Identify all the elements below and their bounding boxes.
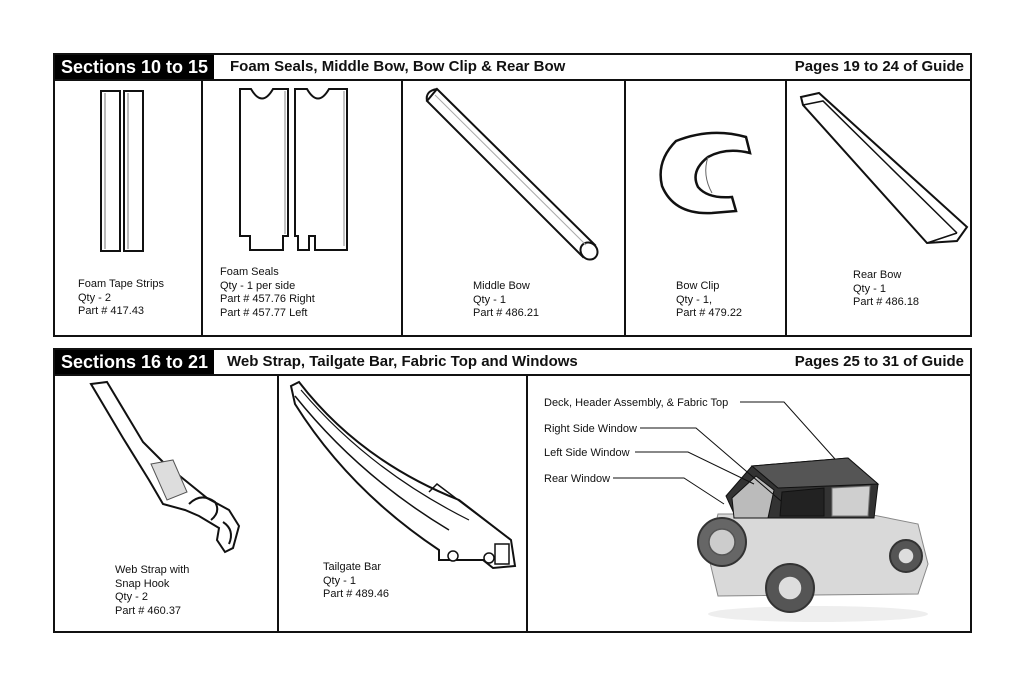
part-caption: Bow Clip Qty - 1, Part # 479.22: [676, 280, 742, 321]
part-name-line2: Snap Hook: [115, 577, 170, 590]
part-name: Foam Tape Strips: [78, 278, 165, 290]
part-qty: Qty - 2: [78, 291, 112, 304]
part-number: Part # 460.37: [115, 604, 182, 617]
part-number: Part # 417.43: [78, 305, 145, 317]
part-qty: Qty - 1: [853, 282, 887, 295]
foam-seals-illustration: [239, 88, 348, 251]
part-qty: Qty - 1: [473, 293, 507, 306]
part-qty: Qty - 1,: [676, 293, 713, 306]
guide-pages: Pages 19 to 24 of Guide: [794, 58, 964, 75]
middle-bow-illustration: [425, 87, 599, 261]
part-qty: Qty - 2: [115, 591, 149, 603]
part-number: Part # 486.21: [473, 307, 540, 319]
part-qty: Qty - 1 per side: [220, 279, 296, 292]
part-qty: Qty - 1: [323, 574, 357, 587]
bow-clip-illustration: [659, 131, 752, 215]
top-section-header: Sections 10 to 15 Foam Seals, Middle Bow…: [55, 55, 970, 81]
callout-leader-lines: [613, 401, 836, 505]
part-cell-bow-clip: Bow Clip Qty - 1, Part # 479.22: [626, 79, 787, 335]
sections-label: Sections 16 to 21: [55, 350, 215, 374]
part-number-left: Part # 457.77 Left: [220, 306, 308, 319]
rear-bow-illustration: [799, 91, 969, 245]
part-caption: Middle Bow Qty - 1 Part # 486.21: [473, 280, 539, 321]
part-cell-foam-seals: Foam Seals Qty - 1 per side Part # 457.7…: [203, 79, 403, 335]
part-caption: Tailgate Bar Qty - 1 Part # 489.46: [323, 561, 389, 602]
part-number: Part # 486.18: [853, 296, 920, 308]
part-caption: Rear Bow Qty - 1 Part # 486.18: [853, 269, 919, 310]
part-name: Middle Bow: [473, 280, 530, 292]
part-cell-tailgate-bar: Tailgate Bar Qty - 1 Part # 489.46: [279, 374, 528, 631]
jeep-fabric-top-illustration: [697, 457, 929, 622]
part-cell-foam-tape-strips: Foam Tape Strips Qty - 2 Part # 417.43: [55, 79, 203, 335]
bottom-section-header: Sections 16 to 21 Web Strap, Tailgate Ba…: [55, 350, 970, 376]
foam-tape-strips-illustration: [100, 90, 144, 252]
section-title: Web Strap, Tailgate Bar, Fabric Top and …: [227, 353, 578, 370]
part-number: Part # 489.46: [323, 588, 390, 600]
bottom-parts-panel: Sections 16 to 21 Web Strap, Tailgate Ba…: [53, 348, 972, 633]
part-number-right: Part # 457.76 Right: [220, 293, 315, 305]
part-cell-web-strap: Web Strap with Snap Hook Qty - 2 Part # …: [55, 374, 279, 631]
part-name: Bow Clip: [676, 280, 720, 292]
top-parts-panel: Sections 10 to 15 Foam Seals, Middle Bow…: [53, 53, 972, 337]
part-caption: Foam Seals Qty - 1 per side Part # 457.7…: [220, 266, 315, 320]
tailgate-bar-illustration: [289, 380, 517, 570]
callout-fabric-top: Deck, Header Assembly, & Fabric Top: [544, 397, 729, 409]
guide-pages: Pages 25 to 31 of Guide: [794, 353, 964, 370]
part-cell-middle-bow: Middle Bow Qty - 1 Part # 486.21: [403, 79, 626, 335]
part-caption: Web Strap with Snap Hook Qty - 2 Part # …: [115, 564, 189, 618]
part-name: Rear Bow: [853, 269, 902, 281]
part-cell-fabric-top: Deck, Header Assembly, & Fabric Top Righ…: [528, 374, 970, 631]
sections-label: Sections 10 to 15: [55, 55, 215, 79]
part-number: Part # 479.22: [676, 307, 743, 319]
callout-left-side-window: Left Side Window: [544, 447, 630, 459]
callout-right-side-window: Right Side Window: [544, 423, 637, 435]
section-title: Foam Seals, Middle Bow, Bow Clip & Rear …: [230, 58, 566, 75]
part-name: Web Strap with: [115, 564, 190, 576]
callout-rear-window: Rear Window: [544, 473, 611, 485]
part-cell-rear-bow: Rear Bow Qty - 1 Part # 486.18: [787, 79, 970, 335]
part-caption: Foam Tape Strips Qty - 2 Part # 417.43: [78, 278, 164, 319]
part-name: Tailgate Bar: [323, 561, 382, 573]
web-strap-illustration: [89, 380, 241, 554]
part-name: Foam Seals: [220, 266, 279, 278]
